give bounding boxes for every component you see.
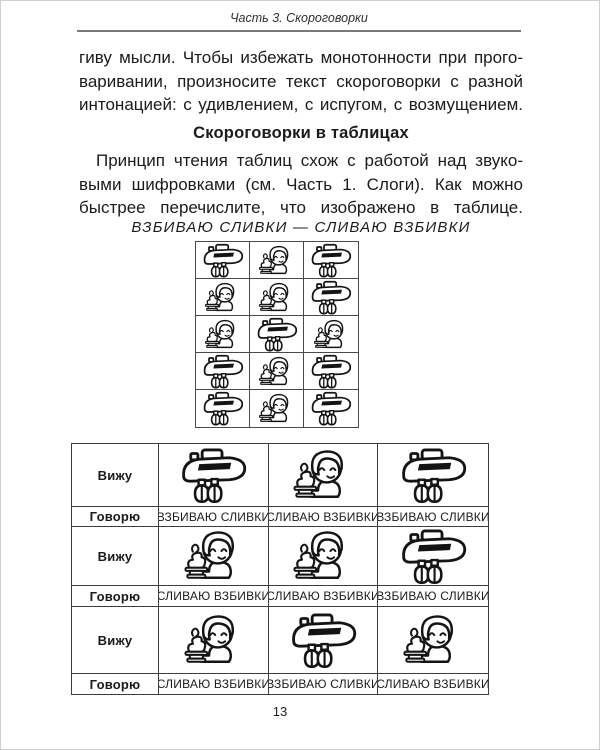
paragraph-line: гиву мысли. Чтобы избежать монотонности … xyxy=(79,48,523,67)
hand-mixer-icon xyxy=(201,354,245,389)
boy-with-cream-icon xyxy=(258,355,295,388)
say-caption-cell: ВЗБИВАЮ СЛИВКИ xyxy=(159,507,269,527)
picture-cell xyxy=(250,279,304,316)
see-image-cell xyxy=(378,527,488,586)
say-label-cell: Говорю xyxy=(72,674,159,694)
boy-with-cream-icon xyxy=(258,392,295,425)
see-image-cell xyxy=(269,527,378,586)
boy-with-cream-icon xyxy=(292,447,354,503)
picture-cell xyxy=(196,390,250,427)
say-caption-cell: СЛИВАЮ ВЗБИВКИ xyxy=(269,507,378,527)
picture-cell xyxy=(304,242,358,279)
say-caption-cell: СЛИВАЮ ВЗБИВКИ xyxy=(378,674,488,694)
picture-cell xyxy=(196,242,250,279)
see-label-cell: Вижу xyxy=(72,527,159,586)
boy-with-cream-icon xyxy=(258,281,295,314)
say-caption-cell: СЛИВАЮ ВЗБИВКИ xyxy=(269,586,378,607)
hand-mixer-icon xyxy=(255,317,299,352)
see-label-cell: Вижу xyxy=(72,444,159,507)
picture-cell xyxy=(250,353,304,390)
say-caption-cell: ВЗБИВАЮ СЛИВКИ xyxy=(378,586,488,607)
running-head-title: Часть 3. Скороговорки xyxy=(230,11,368,25)
picture-cell xyxy=(250,316,304,353)
boy-with-cream-icon xyxy=(183,612,245,668)
running-head: Часть 3. Скороговорки xyxy=(77,11,521,32)
hand-mixer-icon xyxy=(309,391,353,426)
picture-cell xyxy=(196,353,250,390)
see-image-cell xyxy=(378,607,488,674)
picture-cell xyxy=(196,279,250,316)
hand-mixer-icon xyxy=(398,528,469,585)
see-image-cell xyxy=(159,607,269,674)
say-caption-cell: СЛИВАЮ ВЗБИВКИ xyxy=(159,586,269,607)
say-caption-cell: СЛИВАЮ ВЗБИВКИ xyxy=(159,674,269,694)
section-heading: Скороговорки в таблицах xyxy=(193,124,409,142)
see-image-cell xyxy=(159,444,269,507)
hand-mixer-icon xyxy=(309,354,353,389)
picture-cell xyxy=(304,390,358,427)
see-image-cell xyxy=(269,607,378,674)
boy-with-cream-icon xyxy=(204,281,241,314)
intro-paragraph: гиву мысли. Чтобы избежать монотонности … xyxy=(79,46,523,117)
see-label-cell: Вижу xyxy=(72,607,159,674)
boy-with-cream-icon xyxy=(292,528,354,584)
section-paragraph: Принцип чтения таблиц схож с работой над… xyxy=(79,149,523,220)
picture-cell xyxy=(196,316,250,353)
boy-with-cream-icon xyxy=(313,318,350,351)
see-image-cell xyxy=(269,444,378,507)
hand-mixer-icon xyxy=(309,243,353,278)
picture-cell xyxy=(250,390,304,427)
picture-grid xyxy=(195,241,359,428)
boy-with-cream-icon xyxy=(183,528,245,584)
paragraph-line: Принцип чтения таблиц схож с работой над… xyxy=(96,151,523,170)
exercise-title: ВЗБИВАЮ СЛИВКИ — СЛИВАЮ ВЗБИВКИ xyxy=(131,219,471,236)
say-label-cell: Говорю xyxy=(72,586,159,607)
hand-mixer-icon xyxy=(288,612,359,669)
page-number: 13 xyxy=(272,704,288,719)
paragraph-line: варивании, произносите текст скороговорк… xyxy=(79,71,523,91)
picture-cell xyxy=(250,242,304,279)
boy-with-cream-icon xyxy=(204,318,241,351)
see-image-cell xyxy=(378,444,488,507)
picture-cell xyxy=(304,353,358,390)
boy-with-cream-icon xyxy=(402,612,464,668)
boy-with-cream-icon xyxy=(258,244,295,277)
see-image-cell xyxy=(159,527,269,586)
paragraph-line: выми шифровками (см. Часть 1. Слоги). Ка… xyxy=(79,174,523,194)
say-caption-cell: ВЗБИВАЮ СЛИВКИ xyxy=(378,507,488,527)
hand-mixer-icon xyxy=(201,391,245,426)
hand-mixer-icon xyxy=(178,447,249,504)
say-caption-cell: ВЗБИВАЮ СЛИВКИ xyxy=(269,674,378,694)
say-label-cell: Говорю xyxy=(72,507,159,527)
picture-cell xyxy=(304,279,358,316)
hand-mixer-icon xyxy=(398,447,469,504)
hand-mixer-icon xyxy=(201,243,245,278)
hand-mixer-icon xyxy=(309,280,353,315)
paragraph-line: интонацией: с удивлением, с испугом, с в… xyxy=(79,95,523,114)
picture-cell xyxy=(304,316,358,353)
paragraph-line: быстрее перечислите, что изображено в та… xyxy=(79,198,523,217)
